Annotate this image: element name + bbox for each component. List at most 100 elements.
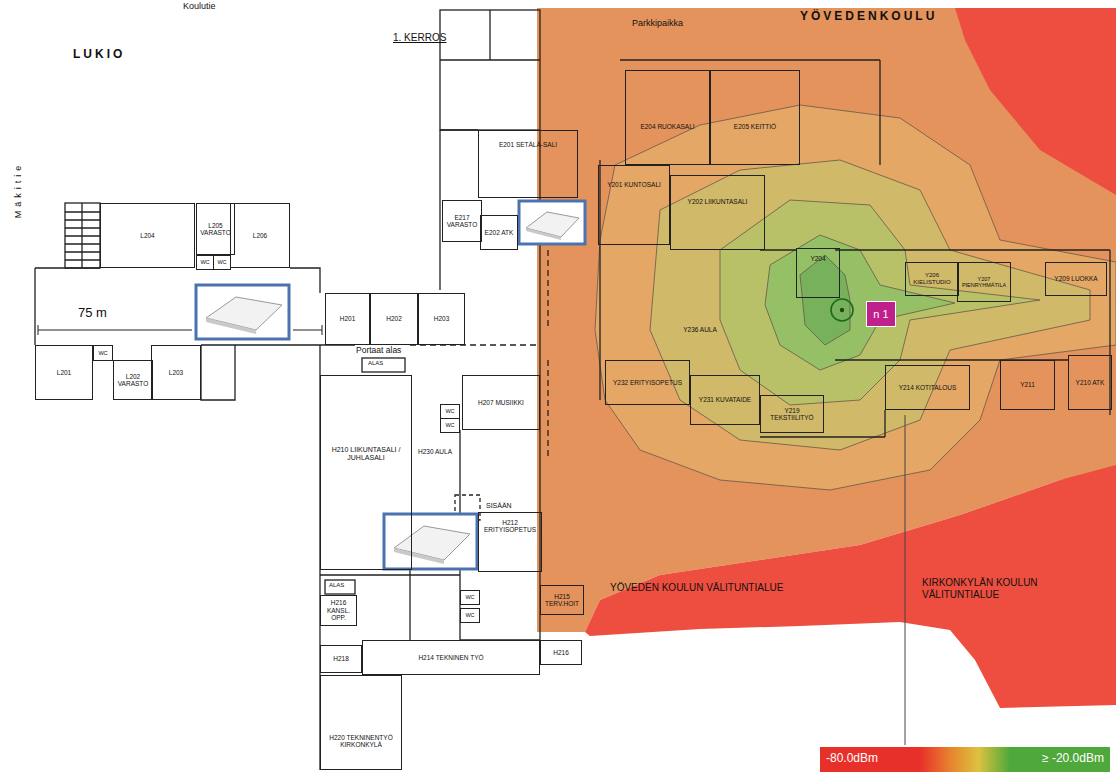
room-box: Y210 ATK	[1068, 355, 1112, 410]
room-label: H210 LIIKUNTASALI / JUHLASALI	[323, 446, 409, 462]
room-label: H230 AULA	[418, 448, 452, 455]
wall-line	[320, 130, 540, 665]
room-box: H212 ERITYISOPETUS	[478, 512, 542, 572]
wall-line	[65, 203, 100, 268]
room-label: L201	[57, 369, 71, 376]
room-box: H215 TERV.HOIT	[540, 585, 584, 615]
access-point-icon	[526, 212, 579, 237]
room-box: H207 MUSIIKKI	[462, 375, 540, 430]
room-label: E205 KEITTIÖ	[734, 123, 776, 130]
stair-label: ALAS	[368, 360, 383, 367]
wc-box: WC	[213, 255, 231, 270]
room-box: Y232 ERITYISOPETUS	[605, 360, 690, 405]
floor-title: 1. KERROS	[393, 32, 446, 44]
heat-zone	[800, 255, 850, 345]
room-label: Y207 PIENRYHMÄTILA	[960, 276, 1008, 289]
area-name: Parkkipaikka	[632, 18, 683, 28]
room-label: L204	[140, 232, 154, 239]
room-label: Y201 KUNTOSALI	[607, 181, 661, 188]
access-point-icon	[519, 201, 585, 244]
room-label: Y219 TEKSTIILITYÖ	[763, 407, 821, 422]
legend-label: -80.0dBm	[826, 752, 878, 766]
room-label: WC	[445, 408, 454, 414]
room-box: H230 AULA	[414, 440, 456, 464]
room-box: H201	[325, 293, 370, 345]
room-box: L206	[230, 203, 290, 268]
room-label: H216 KANSL. OPP.	[323, 599, 354, 621]
heat-zone	[585, 465, 1116, 708]
room-box: Y201 KUNTOSALI	[598, 165, 670, 245]
access-point-icon	[526, 228, 561, 240]
room-box: Y214 KOTITALOUS	[885, 365, 970, 410]
room-box: H214 TEKNINEN TYÖ	[362, 640, 540, 675]
wc-box: WC	[460, 608, 480, 623]
room-box: Y219 TEKSTIILITYÖ	[760, 395, 824, 433]
wc-box: WC	[460, 590, 480, 605]
legend-gradient	[920, 747, 1010, 772]
wc-box: WC	[196, 255, 214, 270]
location-marker	[831, 299, 853, 321]
room-label: WC	[200, 259, 209, 265]
access-point-icon	[206, 297, 282, 330]
access-point-marker: n 1	[866, 301, 896, 327]
building-name: YÖVEDENKOULU	[800, 10, 937, 24]
room-label: Y231 KUVATAIDE	[699, 396, 751, 403]
room-label: H202	[386, 315, 402, 322]
room-box: Y236 AULA	[670, 318, 730, 342]
room-label: Y211	[1020, 381, 1035, 388]
wc-box: WC	[93, 345, 113, 361]
room-box: Y209 LUOKKA	[1045, 262, 1107, 296]
room-label: WC	[217, 259, 226, 265]
room-label: Y202 LIIKUNTASALI	[688, 198, 748, 205]
location-marker	[840, 308, 844, 312]
room-box: H220 TEKNINENTYÖ KIRKONKYLÄ	[320, 675, 402, 770]
room-box: H203	[418, 293, 465, 345]
room-box: Y206 KIELISTUDIO	[905, 262, 959, 296]
room-label: E217 VARASTO	[445, 214, 479, 229]
room-label: n 1	[873, 308, 888, 321]
access-point-icon	[196, 201, 585, 569]
room-box: Y231 KUVATAIDE	[690, 375, 760, 425]
room-label: WC	[445, 422, 454, 428]
wall-line	[201, 345, 325, 400]
room-box: H216 KANSL. OPP.	[320, 595, 357, 626]
room-box: L202 VARASTO	[113, 360, 153, 400]
room-box: H210 LIIKUNTASALI / JUHLASALI	[320, 375, 412, 570]
wall-line	[440, 10, 540, 290]
wc-box: WC	[440, 404, 460, 419]
area-name: YÖVEDEN KOULUN VÄLITUNTIALUE	[610, 582, 783, 594]
building-name: LUKIO	[73, 48, 125, 62]
room-box: E202 ATK	[480, 215, 518, 250]
heat-zone	[537, 8, 1116, 708]
area-name: KIRKONKYLÄN KOULUN VÄLITUNTIALUE	[922, 577, 1072, 600]
access-point-icon	[206, 318, 256, 334]
room-label: L202 VARASTO	[116, 373, 150, 388]
wall-line	[905, 415, 906, 745]
room-label: WC	[465, 612, 474, 618]
room-label: H214 TEKNINEN TYÖ	[418, 654, 483, 661]
room-box: Y211	[1000, 360, 1055, 410]
access-point-icon	[394, 526, 470, 560]
location-marker	[831, 299, 853, 321]
room-label: Y214 KOTITALOUS	[899, 384, 957, 391]
room-label: WC	[98, 350, 107, 356]
wall-line	[320, 345, 355, 770]
street-name: Mäkitie	[13, 162, 23, 219]
room-label: H201	[340, 315, 356, 322]
stair-label: ALAS	[329, 582, 344, 589]
heat-zone	[720, 200, 1040, 405]
access-point-icon	[384, 514, 477, 569]
room-box: Y207 PIENRYHMÄTILA	[957, 262, 1011, 302]
room-box: L204	[100, 203, 195, 268]
access-point-icon	[196, 285, 289, 339]
room-box: E217 VARASTO	[442, 200, 482, 242]
room-box: E205 KEITTIÖ	[710, 70, 800, 165]
street-name: Koulutie	[183, 1, 216, 11]
room-label: Y209 LUOKKA	[1054, 275, 1097, 282]
room-label: E202 ATK	[485, 229, 514, 236]
wall-line	[65, 203, 100, 268]
room-label: Y210 ATK	[1076, 379, 1105, 386]
room-box: E204 RUOKASALI	[625, 70, 710, 165]
room-box: H202	[370, 293, 418, 345]
heat-zone	[595, 105, 1116, 490]
